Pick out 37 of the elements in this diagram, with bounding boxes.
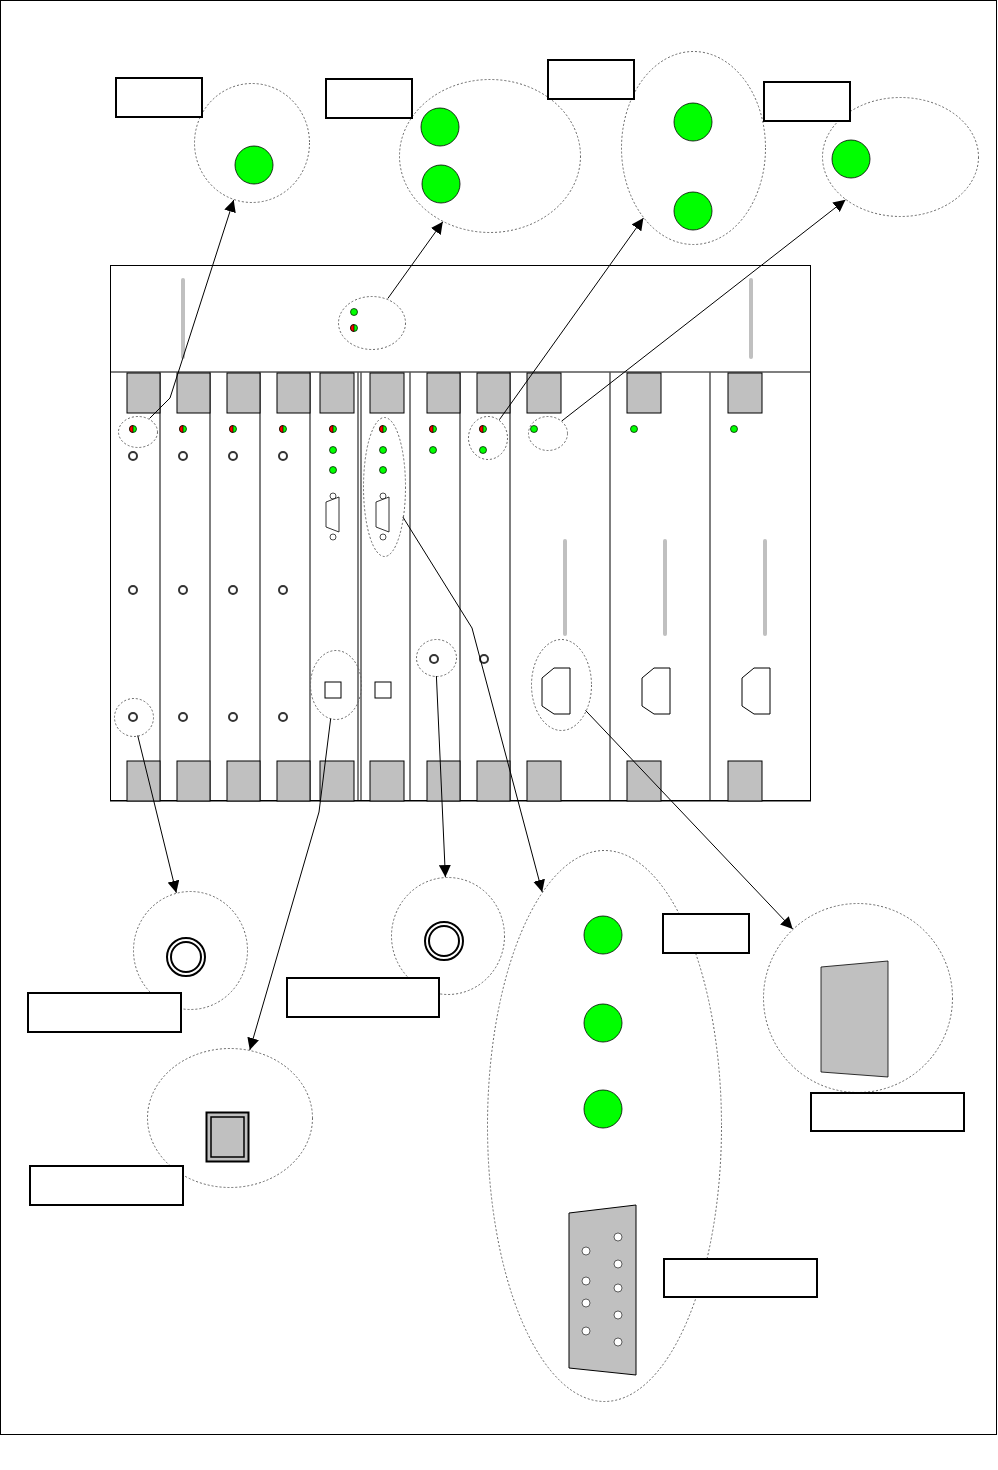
blank-label-box <box>663 1258 818 1298</box>
detail-callout-circle <box>416 639 457 677</box>
arrow <box>137 735 180 894</box>
arrow <box>498 217 644 421</box>
detail-callout-circle <box>399 79 581 233</box>
blank-label-box <box>29 1165 184 1206</box>
arrow <box>387 221 444 299</box>
detail-callout-circle <box>487 850 722 1402</box>
blank-label-box <box>547 59 635 100</box>
detail-callout-circle <box>310 650 362 720</box>
arrow <box>435 675 451 878</box>
blank-label-box <box>662 913 750 954</box>
blank-label-box <box>27 992 182 1033</box>
detail-callout-circle <box>528 416 568 451</box>
blank-label-box <box>810 1092 965 1132</box>
detail-callout-circle <box>391 877 505 995</box>
arrow <box>561 199 846 422</box>
detail-callout-circle <box>338 296 406 350</box>
arrow <box>149 199 236 419</box>
detail-callout-circle <box>531 639 592 731</box>
detail-callout-circle <box>118 416 158 448</box>
detail-callout-circle <box>194 83 310 203</box>
detail-callout-circle <box>147 1048 313 1188</box>
arrow <box>585 709 794 930</box>
detail-callout-circle <box>363 417 406 557</box>
arrow <box>402 516 545 893</box>
blank-label-box <box>325 78 413 119</box>
detail-callout-circle <box>822 97 979 217</box>
detail-callout-circle <box>133 891 248 1010</box>
detail-callout-circle <box>468 416 508 460</box>
blank-label-box <box>763 81 851 122</box>
arrow <box>247 718 332 1051</box>
detail-callout-circle <box>763 903 953 1093</box>
detail-callout-circle <box>114 698 154 737</box>
blank-label-box <box>286 977 440 1018</box>
blank-label-box <box>115 77 203 118</box>
detail-callout-circle <box>621 51 766 245</box>
